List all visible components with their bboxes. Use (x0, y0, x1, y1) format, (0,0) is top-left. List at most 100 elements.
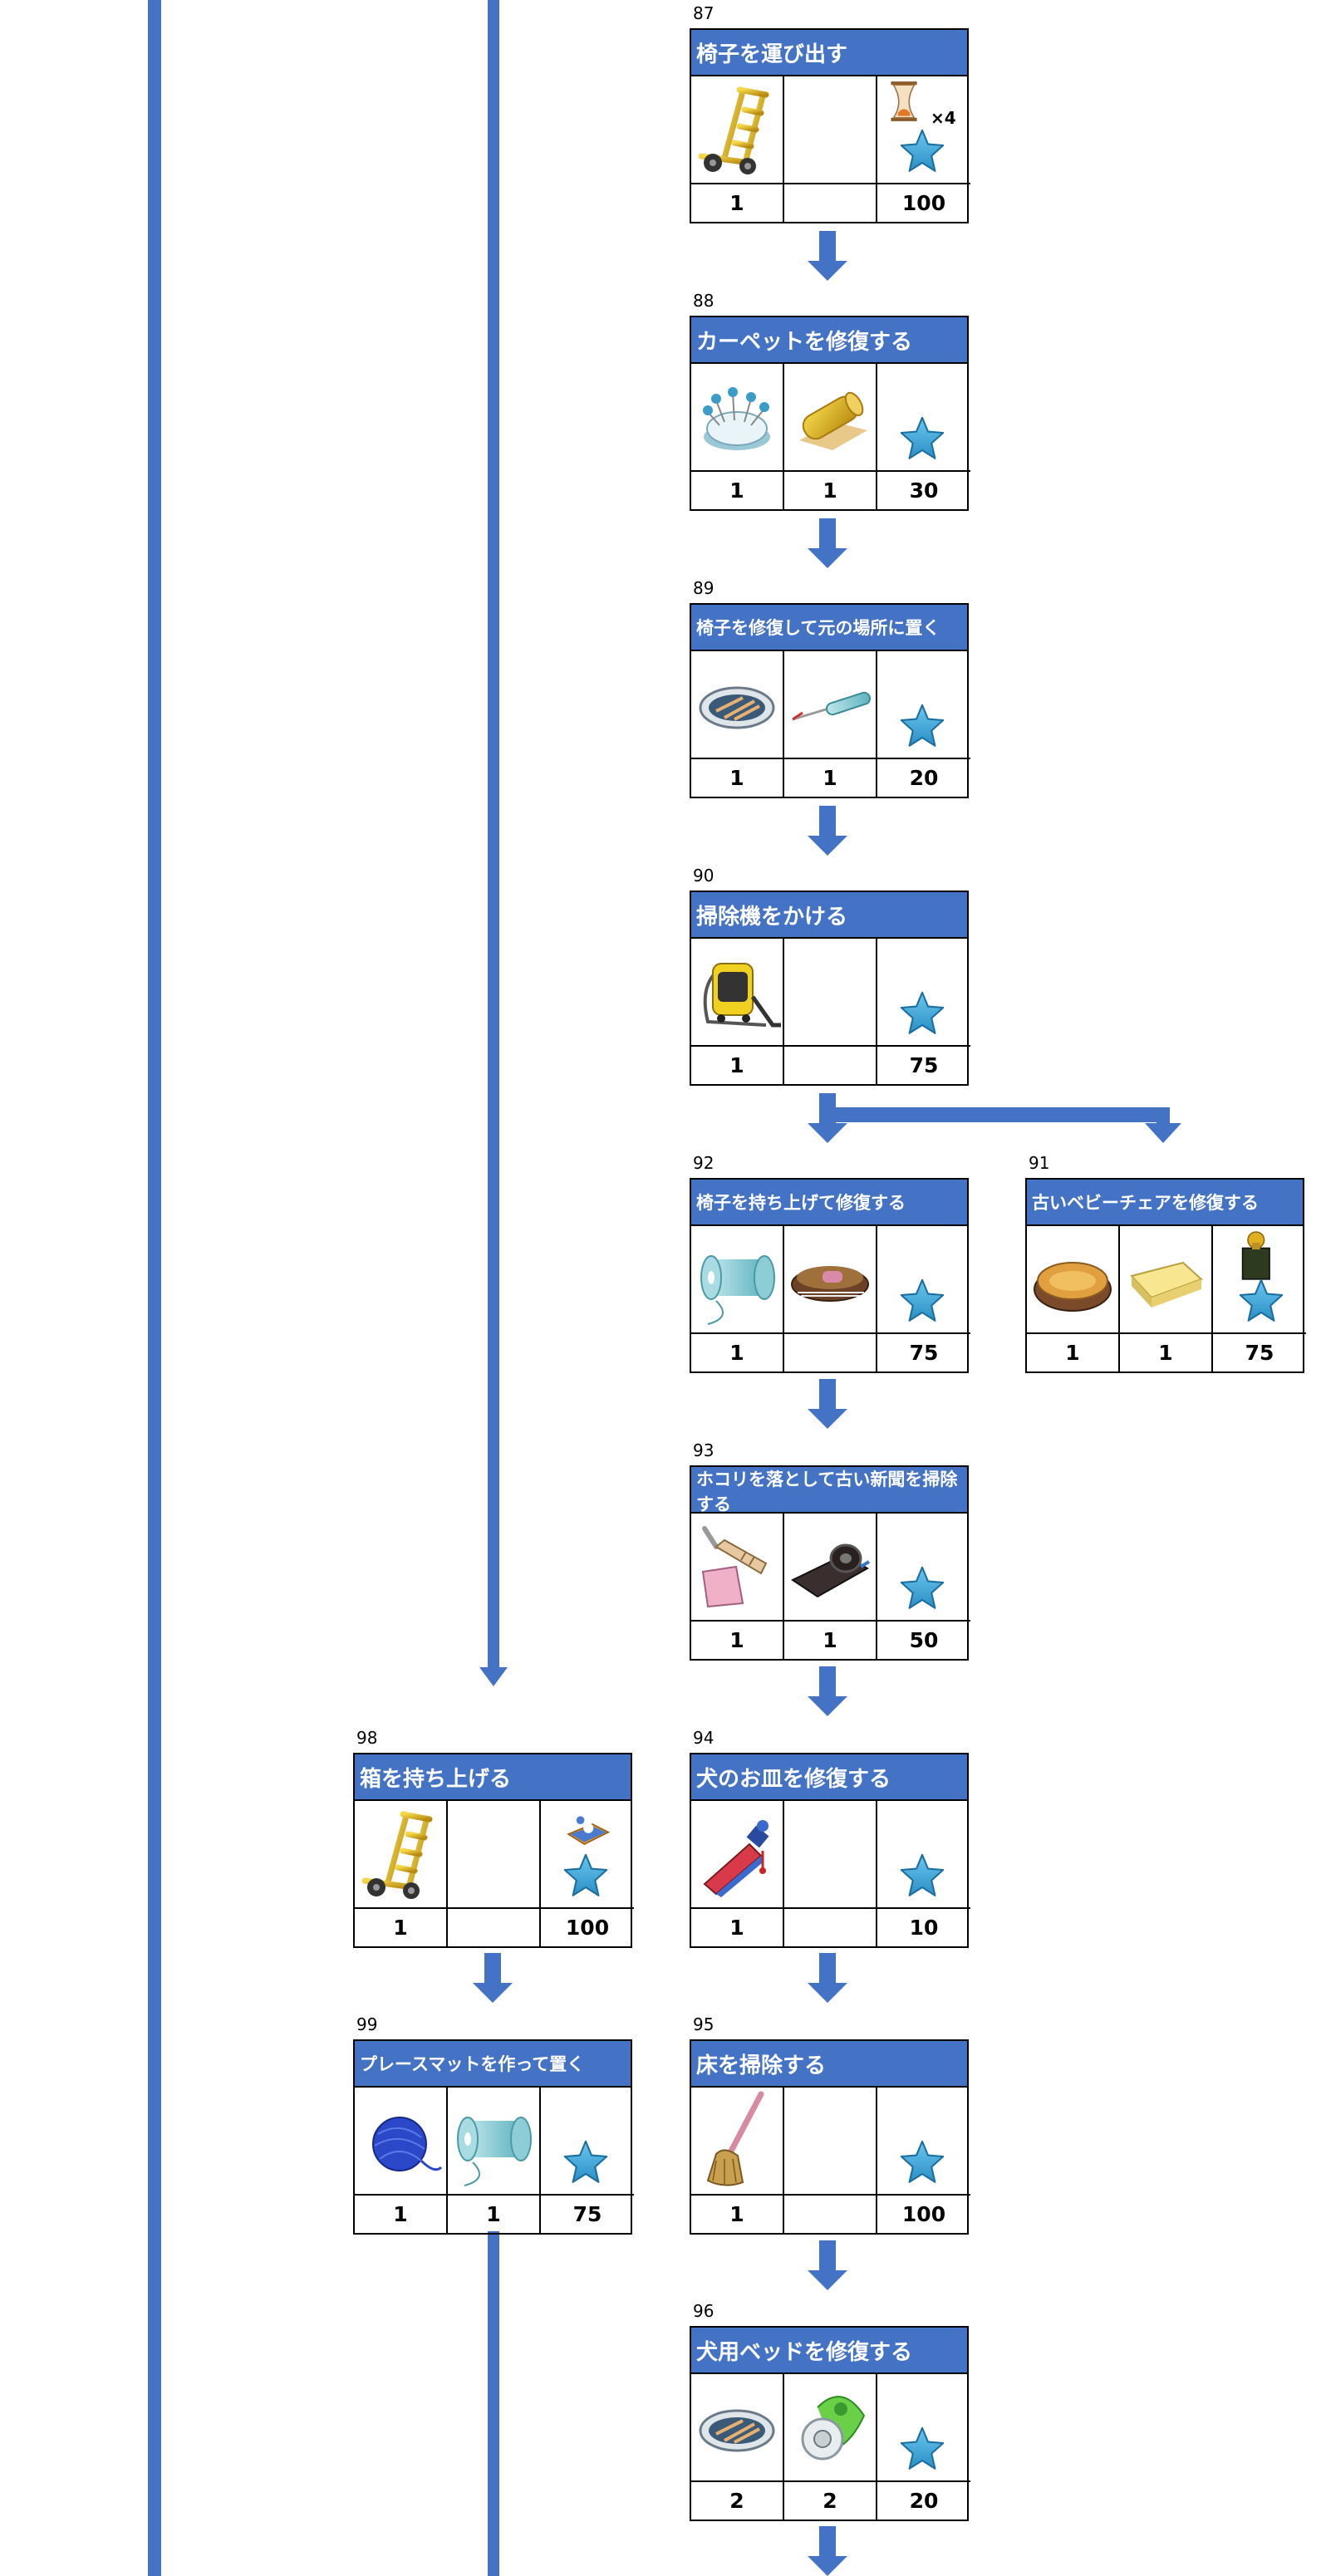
yarn-ball-icon (355, 2088, 446, 2194)
item-qty: 1 (691, 2196, 784, 2233)
task-title: 古いベビーチェアを修復する (1025, 1178, 1304, 1226)
item-qty: 1 (691, 1047, 784, 1084)
reward-qty: 100 (901, 191, 946, 215)
star-icon (900, 2426, 945, 2470)
tape-dispenser-icon (784, 1514, 876, 1620)
reward-qty: 10 (909, 1916, 939, 1940)
reward-slot (877, 1801, 970, 1909)
task-number: 99 (356, 2014, 378, 2034)
item-qty (784, 1909, 877, 1946)
gift-box-icon (563, 1815, 610, 1896)
time-multiplier: ×4 (931, 108, 956, 128)
task-title: 椅子を運び出す (690, 28, 969, 76)
item-qty: 1 (691, 472, 784, 509)
brush-icon (784, 1226, 876, 1332)
wood-stain-tin-icon (1027, 1226, 1118, 1332)
item-slot (691, 76, 784, 184)
task-99: 99 プレースマットを作って置く 1 1 75 (353, 2014, 634, 2235)
task-number: 96 (693, 2301, 715, 2321)
hourglass-icon (877, 76, 945, 172)
arrow-down (808, 1953, 847, 2003)
item-qty: 1 (448, 2196, 541, 2233)
arrow-down (808, 1093, 847, 1143)
reward-slot (1213, 1226, 1306, 1334)
item-qty: 1 (691, 1622, 784, 1659)
reward-qty: 75 (909, 1053, 939, 1077)
item-qty: 1 (355, 2196, 448, 2233)
task-88: 88 カーペットを修復する 1 1 30 (690, 291, 970, 511)
star-icon (900, 416, 945, 459)
item-qty (784, 1047, 877, 1084)
mop-icon (691, 2088, 783, 2194)
item-qty: 2 (691, 2482, 784, 2520)
task-number: 93 (693, 1440, 715, 1460)
item-slot (784, 2374, 877, 2482)
item-qty (448, 1909, 541, 1946)
item-qty: 1 (691, 1909, 784, 1946)
fabric-roll-icon (784, 364, 876, 470)
item-slot (691, 1226, 784, 1334)
task-title: 椅子を修復して元の場所に置く (690, 603, 969, 651)
task-title: 掃除機をかける (690, 891, 969, 939)
task-number: 89 (693, 578, 715, 598)
arrow-down (808, 231, 847, 281)
item-slot (784, 1226, 877, 1334)
reward-slot: ×4 (877, 76, 970, 184)
task-title: カーペットを修復する (690, 316, 969, 364)
item-slot (1027, 1226, 1120, 1334)
reward-slot (877, 1514, 970, 1622)
oil-can-icon (1239, 1231, 1284, 1322)
task-title: 犬のお皿を修復する (690, 1753, 969, 1801)
item-slot (448, 2088, 541, 2196)
reward-slot (541, 1801, 634, 1909)
star-icon (563, 2140, 608, 2183)
arrow-down (808, 806, 847, 856)
reward-qty: 100 (565, 1916, 610, 1940)
hand-truck-icon (355, 1801, 446, 1907)
item-qty: 1 (784, 759, 877, 797)
middle-flow-line-lower (488, 2231, 499, 2576)
task-95: 95 床を掃除する 1 100 (690, 2014, 970, 2235)
item-slot (784, 651, 877, 759)
item-slot (784, 364, 877, 472)
task-89: 89 椅子を修復して元の場所に置く 1 1 20 (690, 578, 970, 798)
item-slot (691, 364, 784, 472)
task-90: 90 掃除機をかける 1 75 (690, 866, 970, 1086)
reward-slot (877, 364, 970, 472)
item-qty: 1 (1120, 1334, 1213, 1371)
item-qty: 1 (1027, 1334, 1120, 1371)
item-slot-empty (784, 1801, 877, 1909)
reward-slot (877, 939, 970, 1047)
task-number: 95 (693, 2014, 715, 2034)
task-number: 87 (693, 3, 715, 23)
item-qty: 1 (355, 1909, 448, 1946)
item-slot (691, 1514, 784, 1622)
arrow-down (473, 1953, 513, 2003)
thread-spool-icon (691, 1226, 783, 1332)
task-title: 犬用ベッドを修復する (690, 2326, 969, 2374)
arrow-down (808, 518, 847, 568)
reward-slot (877, 1226, 970, 1334)
item-qty (784, 184, 877, 222)
item-slot (691, 2374, 784, 2482)
item-slot (691, 939, 784, 1047)
item-qty: 1 (784, 472, 877, 509)
item-slot-empty (784, 939, 877, 1047)
task-92: 92 椅子を持ち上げて修復する 1 75 (690, 1153, 970, 1373)
task-title: プレースマットを作って置く (353, 2039, 632, 2088)
item-slot (691, 2088, 784, 2196)
task-number: 88 (693, 291, 715, 311)
star-icon (900, 1278, 945, 1322)
star-icon (900, 2140, 945, 2183)
reward-qty: 50 (909, 1628, 939, 1652)
task-title: 箱を持ち上げる (353, 1753, 632, 1801)
reward-qty: 30 (909, 478, 939, 503)
reward-qty: 75 (1245, 1341, 1274, 1365)
task-number: 90 (693, 866, 715, 886)
tape-measure-icon (784, 2374, 876, 2480)
item-qty: 2 (784, 2482, 877, 2520)
item-slot (1120, 1226, 1213, 1334)
task-number: 98 (356, 1728, 378, 1748)
item-slot (691, 651, 784, 759)
